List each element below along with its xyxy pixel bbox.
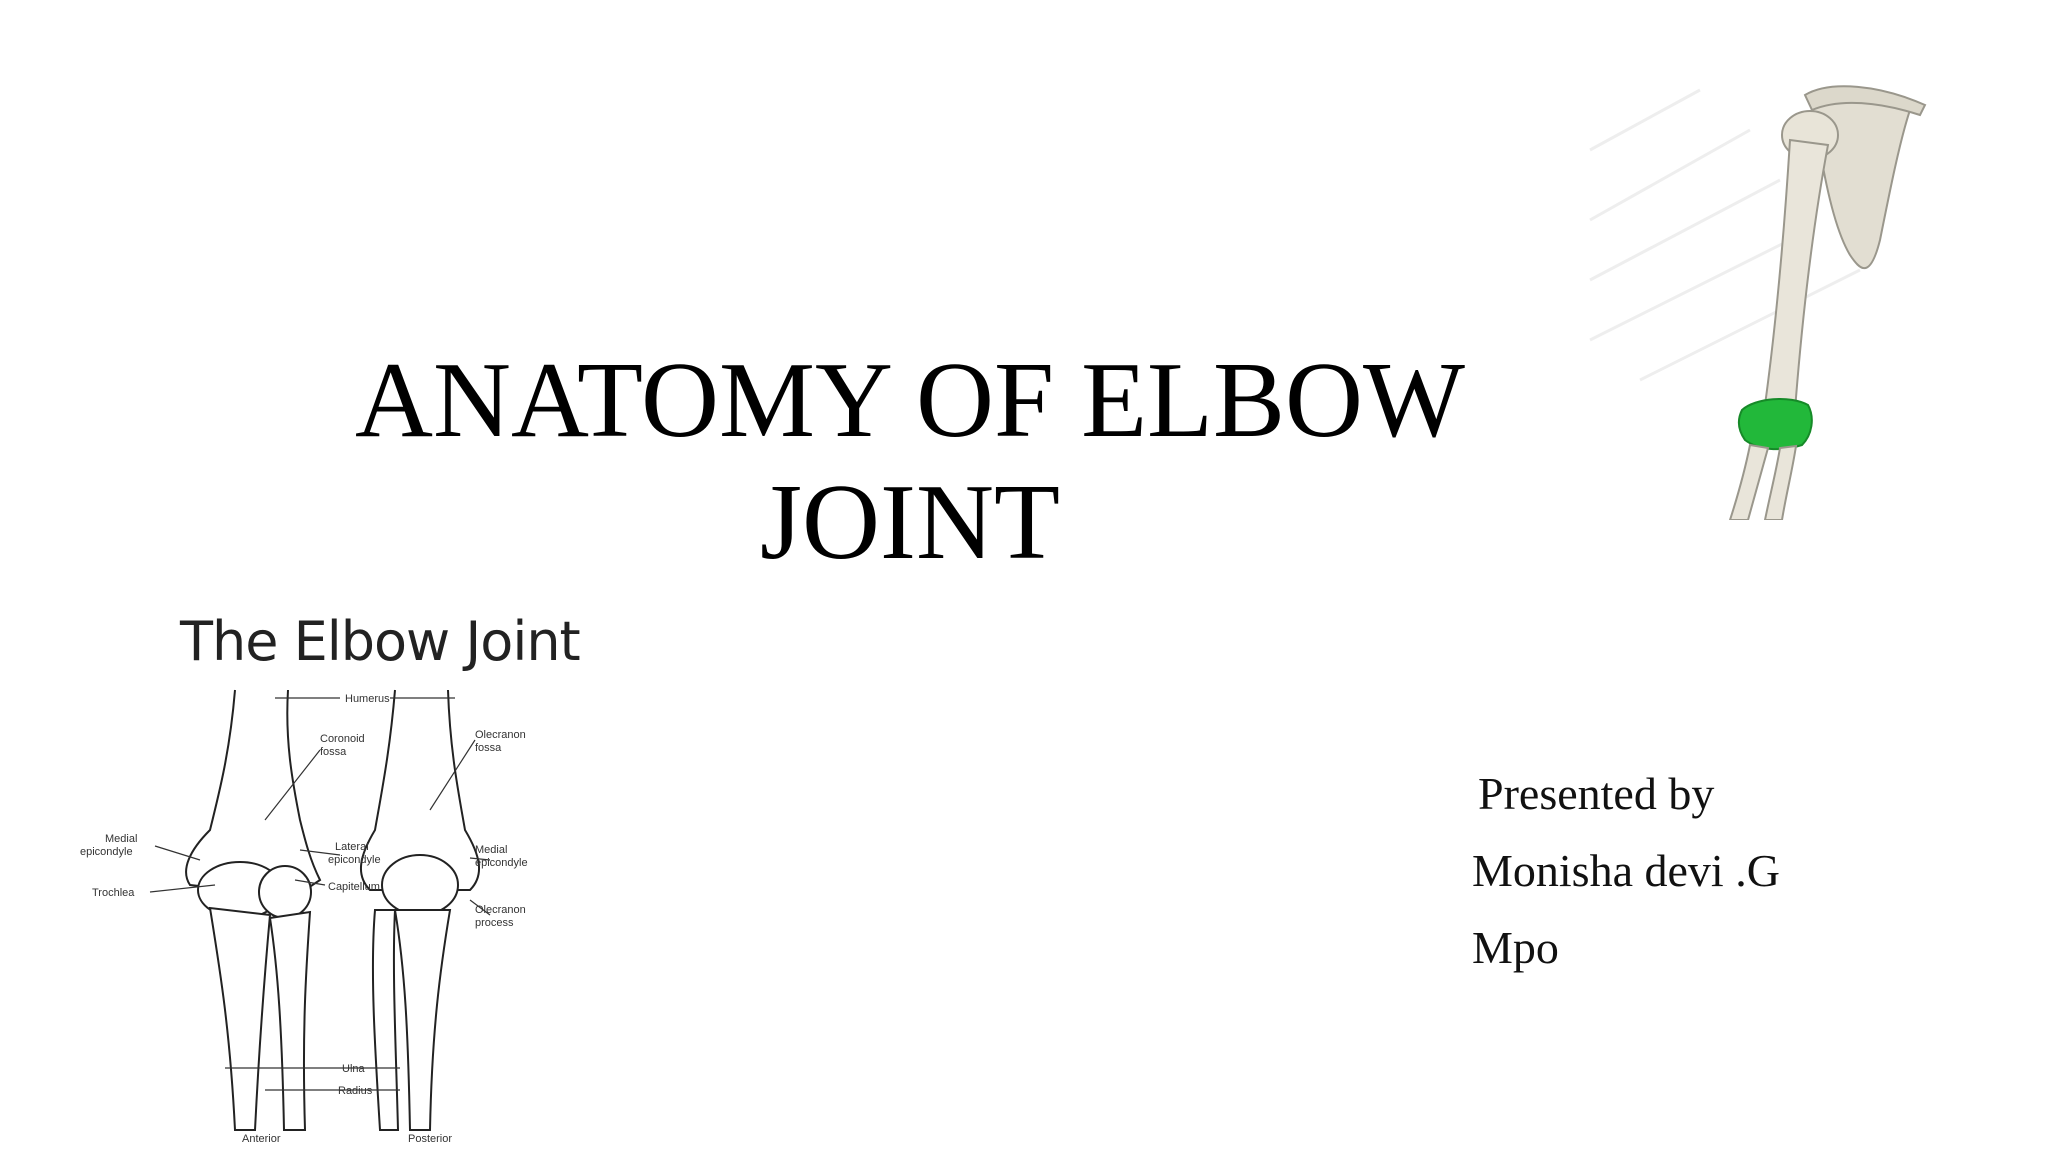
label-capitellum: Capitellum <box>328 881 380 893</box>
presenter-role: Mpo <box>1472 922 1559 973</box>
label-lateral-1: Lateral <box>335 841 369 853</box>
label-radius: Radius <box>338 1085 373 1097</box>
label-anterior: Anterior <box>242 1133 281 1145</box>
elbow-joint-diagram: The Elbow Joint <box>70 610 630 1150</box>
label-olecranon-fossa-1: Olecranon <box>475 729 526 741</box>
label-medial-left-1: Medial <box>105 833 137 845</box>
label-lateral-2: epicondyle <box>328 854 381 866</box>
label-olecranon-fossa-2: fossa <box>475 742 502 754</box>
presenter-block: Presented by Monisha devi .G Mpo <box>1472 755 1780 986</box>
title-line-1: ANATOMY OF ELBOW <box>354 341 1465 460</box>
label-medial-right-1: Medial <box>475 844 507 856</box>
slide-title: ANATOMY OF ELBOW JOINT <box>260 340 1560 584</box>
label-humerus: Humerus <box>345 693 390 705</box>
diagram-title: The Elbow Joint <box>180 610 581 673</box>
label-medial-left-2: epicondyle <box>80 846 133 858</box>
label-olecranon-process-2: process <box>475 917 514 929</box>
label-olecranon-process-1: Olecranon <box>475 904 526 916</box>
arm-skeleton-illustration <box>1580 80 1980 521</box>
label-ulna: Ulna <box>342 1063 366 1075</box>
label-coronoid-1: Coronoid <box>320 733 365 745</box>
label-medial-right-2: epicondyle <box>475 857 528 869</box>
arm-skeleton-drawing <box>1589 85 1927 521</box>
label-posterior: Posterior <box>408 1133 452 1145</box>
label-coronoid-2: fossa <box>320 746 347 758</box>
title-line-2: JOINT <box>760 463 1060 582</box>
elbow-joint-drawing: Humerus Coronoid fossa Medial epicondyle… <box>80 689 528 1145</box>
presented-by-label: Presented by <box>1478 768 1715 819</box>
presenter-name: Monisha devi .G <box>1472 845 1780 896</box>
label-trochlea: Trochlea <box>92 887 135 899</box>
